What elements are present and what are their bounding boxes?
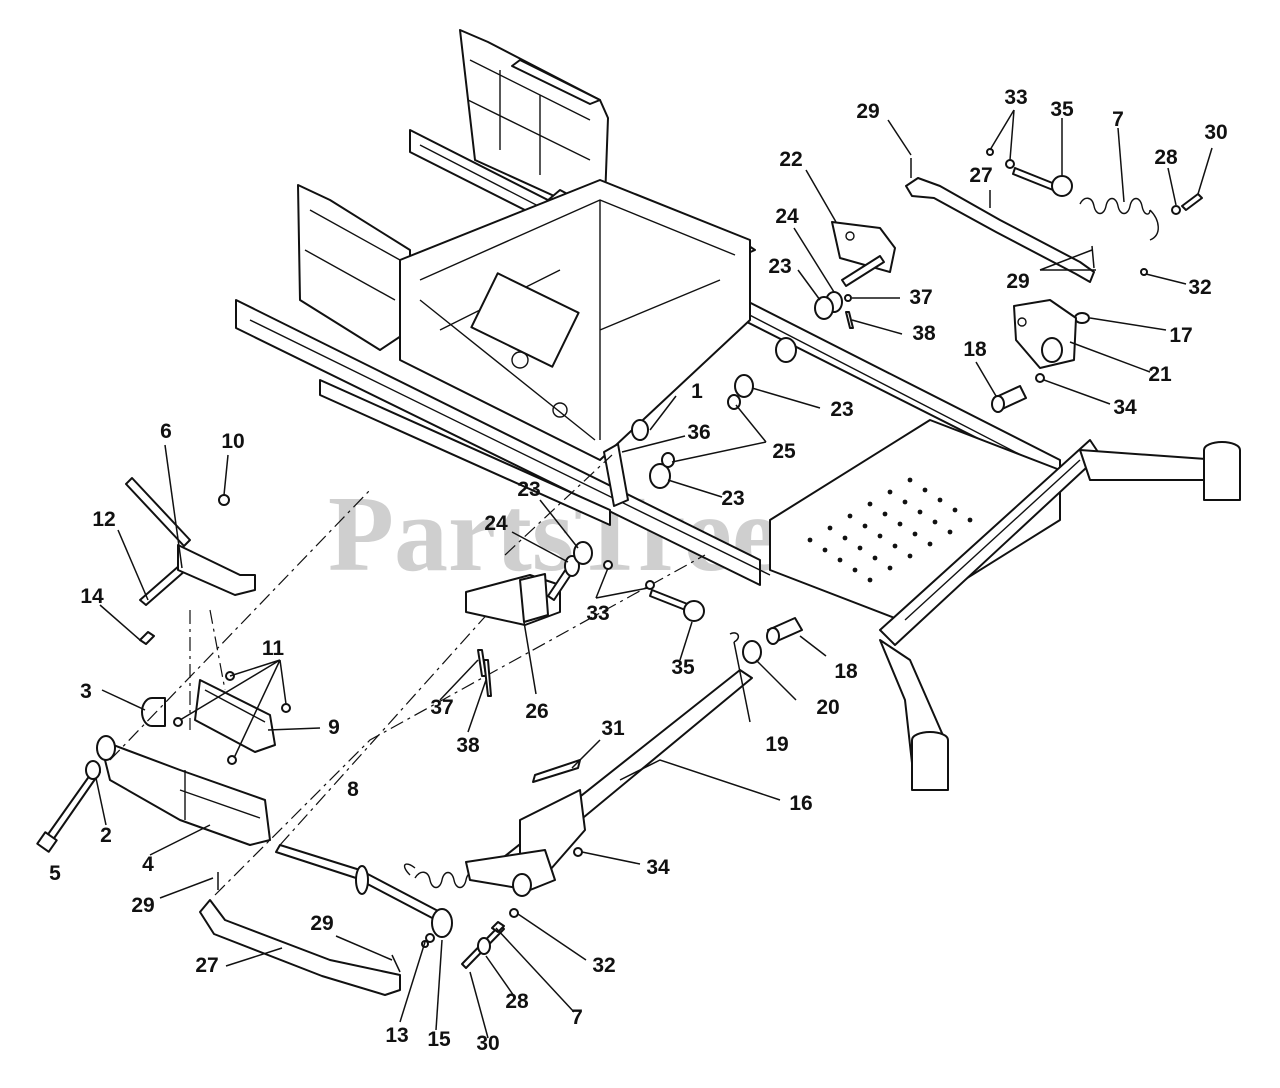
callout-5: 5 (49, 862, 61, 885)
callout-30-lower: 30 (476, 1032, 499, 1055)
callout-38-lower: 38 (456, 734, 480, 757)
callout-16: 16 (789, 792, 812, 815)
callout-3: 3 (80, 680, 92, 703)
callout-27-upper: 27 (969, 164, 992, 187)
callout-24-lower: 24 (484, 512, 508, 535)
callout-20: 20 (816, 696, 839, 719)
callout-29-right: 29 (1006, 270, 1029, 293)
callout-19: 19 (765, 733, 788, 756)
callout-13: 13 (385, 1024, 408, 1047)
callout-37-lower: 37 (430, 696, 453, 719)
callout-29-left: 29 (131, 894, 154, 917)
callout-27-lower: 27 (195, 954, 218, 977)
callout-30-upper: 30 (1204, 121, 1227, 144)
callout-26: 26 (525, 700, 548, 723)
callout-15: 15 (427, 1028, 451, 1051)
callout-32-upper: 32 (1188, 276, 1211, 299)
callout-35-upper: 35 (1050, 98, 1074, 121)
callout-7-upper: 7 (1112, 108, 1124, 131)
callout-1: 1 (691, 380, 703, 403)
callout-38-upper: 38 (912, 322, 936, 345)
linkage-parts (199, 844, 519, 996)
callout-12: 12 (92, 508, 115, 531)
callout-6: 6 (160, 420, 172, 443)
callout-14: 14 (80, 585, 104, 608)
callout-4: 4 (142, 853, 154, 876)
callout-28-lower: 28 (505, 990, 529, 1013)
callout-28-upper: 28 (1154, 146, 1178, 169)
callout-23-mid: 23 (830, 398, 853, 421)
callout-34-upper: 34 (1113, 396, 1137, 419)
callout-21: 21 (1148, 363, 1172, 386)
callout-34-lower: 34 (646, 856, 670, 879)
callout-7-lower: 7 (571, 1006, 583, 1029)
mower-frame (235, 29, 1241, 791)
callout-17: 17 (1169, 324, 1192, 347)
callout-18-lower: 18 (834, 660, 858, 683)
callout-9: 9 (328, 716, 340, 739)
callout-18-upper: 18 (963, 338, 987, 361)
callout-29-bottom: 29 (310, 912, 333, 935)
callout-22: 22 (779, 148, 802, 171)
callout-35-lower: 35 (671, 656, 695, 679)
callout-2: 2 (100, 824, 112, 847)
callout-labels: 1 2 3 4 5 6 7 7 8 9 10 11 12 13 14 15 16… (49, 86, 1228, 1055)
callout-10: 10 (221, 430, 244, 453)
callout-23-center: 23 (721, 487, 744, 510)
callout-36: 36 (687, 421, 710, 444)
callout-23-upper: 23 (768, 255, 791, 278)
callout-23-lower: 23 (517, 478, 540, 501)
callout-33-lower: 33 (586, 602, 609, 625)
callout-8: 8 (347, 778, 359, 801)
callout-37-upper: 37 (909, 286, 932, 309)
leader-lines (95, 109, 1213, 1039)
callout-29-top: 29 (856, 100, 879, 123)
callout-25: 25 (772, 440, 796, 463)
center-parts (465, 148, 1203, 897)
callout-33-upper: 33 (1004, 86, 1027, 109)
callout-32-lower: 32 (592, 954, 615, 977)
callout-11: 11 (262, 637, 285, 660)
callout-24-upper: 24 (775, 205, 799, 228)
callout-31: 31 (601, 717, 625, 740)
left-control-parts (36, 477, 706, 896)
